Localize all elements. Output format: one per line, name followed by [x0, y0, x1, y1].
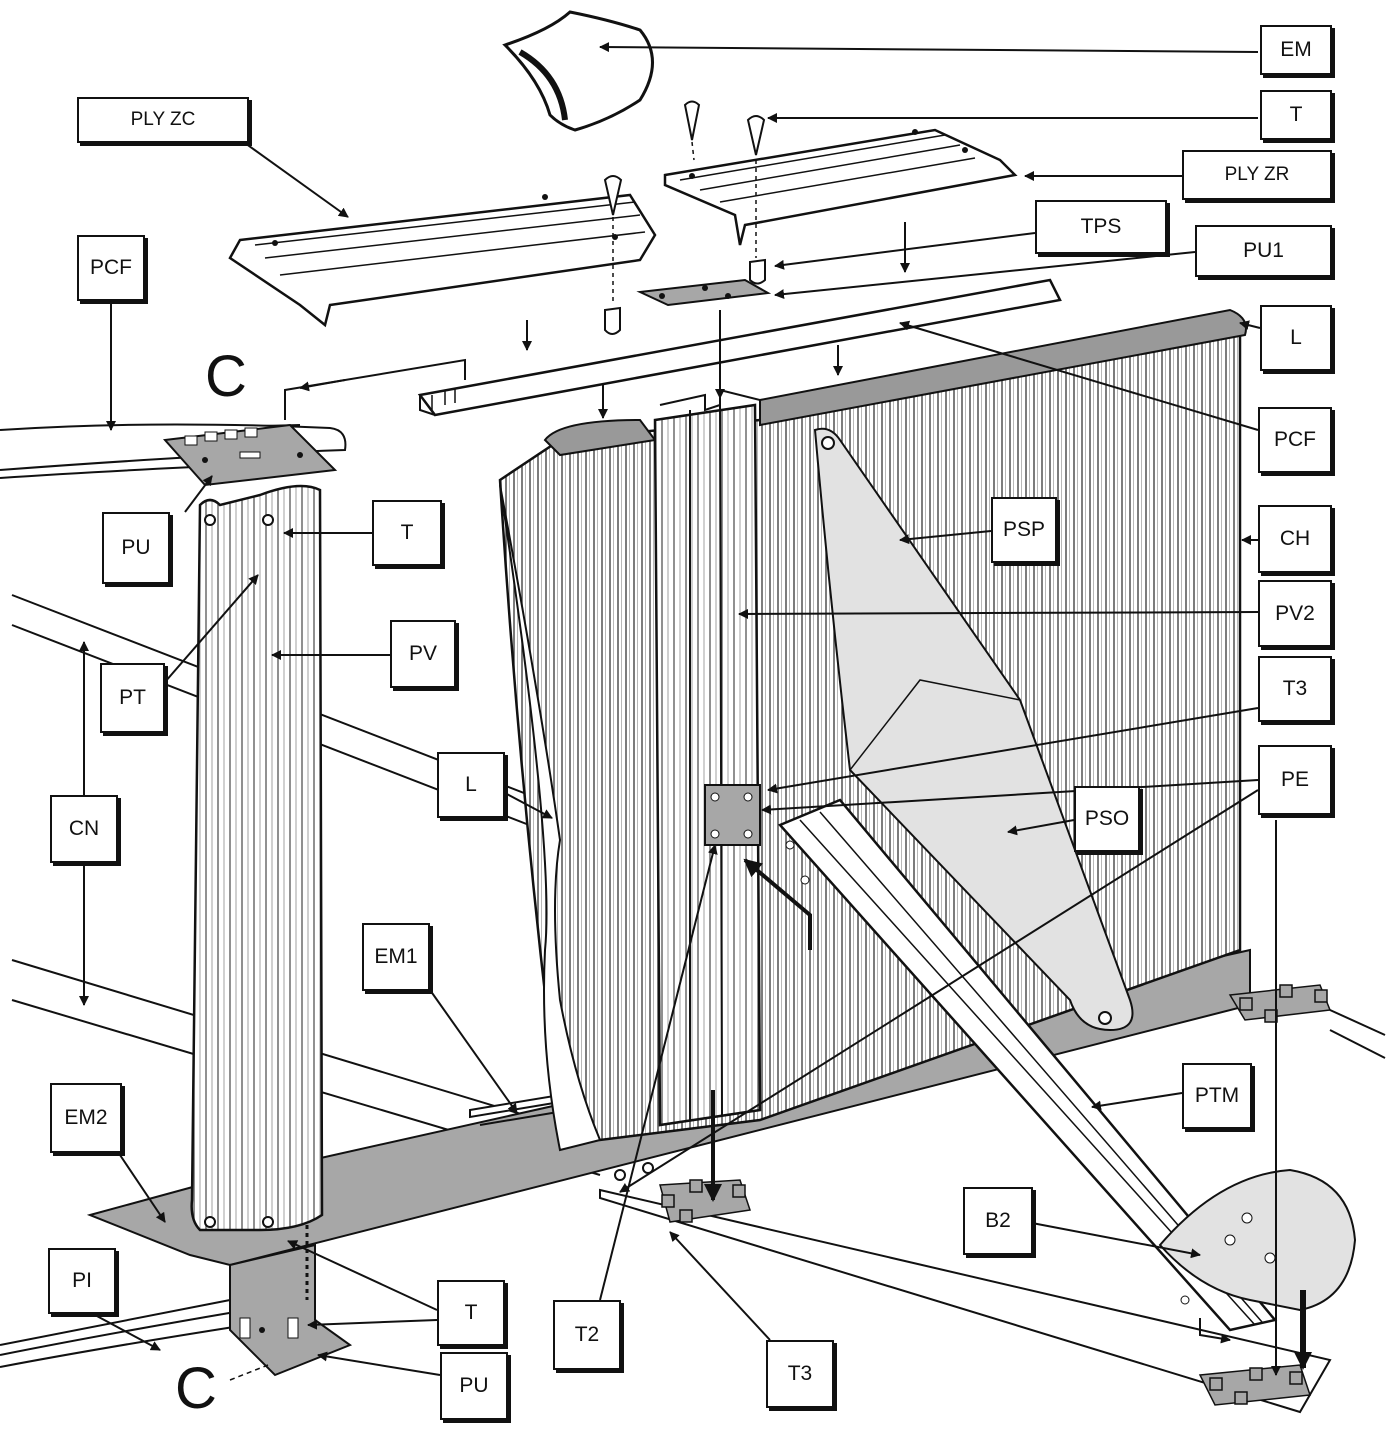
label-ptm: PTM: [1182, 1063, 1252, 1129]
label-pu1: PU1: [1195, 225, 1332, 277]
screws-t: [603, 100, 766, 216]
plate-tps: [636, 278, 772, 307]
brackets-t3-bottom: [659, 1179, 751, 1223]
coping-ply-zr: [663, 128, 1018, 246]
label-pv2: PV2: [1258, 580, 1332, 647]
c-connector-line: [284, 358, 466, 420]
label-b2: B2: [963, 1187, 1033, 1255]
bottom-plate-pu: [229, 1243, 353, 1377]
label-t2: T2: [553, 1300, 621, 1370]
top-cap-em: [502, 10, 654, 132]
brackets-bottom-right: [1198, 1364, 1312, 1406]
label-em2: EM2: [50, 1083, 122, 1153]
post-pv: [190, 484, 324, 1232]
label-em: EM: [1260, 25, 1332, 75]
section-mark-c-top: C: [205, 344, 247, 409]
top-plate-pu: [162, 423, 338, 487]
label-pi: PI: [48, 1248, 116, 1314]
label-pt: PT: [100, 663, 165, 733]
label-pso: PSO: [1074, 786, 1140, 852]
junction-plate-pe: [704, 784, 761, 846]
base-rails: [599, 1188, 1332, 1414]
label-psp: PSP: [991, 497, 1057, 563]
label-pcf-left: PCF: [77, 235, 145, 301]
label-pu-bottom: PU: [440, 1352, 508, 1420]
label-ply-zr: PLY ZR: [1182, 150, 1332, 200]
label-t-left: T: [372, 500, 442, 566]
label-pe: PE: [1258, 745, 1332, 815]
top-rail-pcf: [417, 278, 1062, 417]
label-cn: CN: [50, 795, 118, 863]
label-t-top: T: [1260, 90, 1332, 140]
label-pv: PV: [390, 620, 456, 688]
strut-psp: [813, 427, 1134, 1032]
assembly-arrows: [299, 222, 910, 419]
label-l-mid: L: [437, 752, 505, 818]
post-pv2: [653, 388, 762, 1127]
foot-cover-b2: [1158, 1168, 1357, 1312]
label-tps: TPS: [1035, 200, 1167, 254]
label-ch: CH: [1258, 505, 1332, 573]
leader-arrows: [94, 42, 1281, 1376]
label-l-right: L: [1260, 305, 1332, 371]
coping-ply-zc: [228, 193, 657, 328]
label-pcf-right: PCF: [1258, 407, 1332, 473]
label-t3-bottom: T3: [766, 1340, 834, 1408]
label-t-bottom: T: [437, 1280, 505, 1346]
label-ply-zc: PLY ZC: [77, 97, 249, 143]
plugs-pu1: [604, 258, 766, 335]
label-pu-left: PU: [102, 512, 170, 584]
section-mark-c-bottom: C: [175, 1356, 217, 1421]
brackets-pe-right: [1228, 984, 1332, 1023]
label-em1: EM1: [362, 923, 430, 991]
label-t3-right: T3: [1258, 656, 1332, 722]
coping-left: [543, 418, 657, 457]
